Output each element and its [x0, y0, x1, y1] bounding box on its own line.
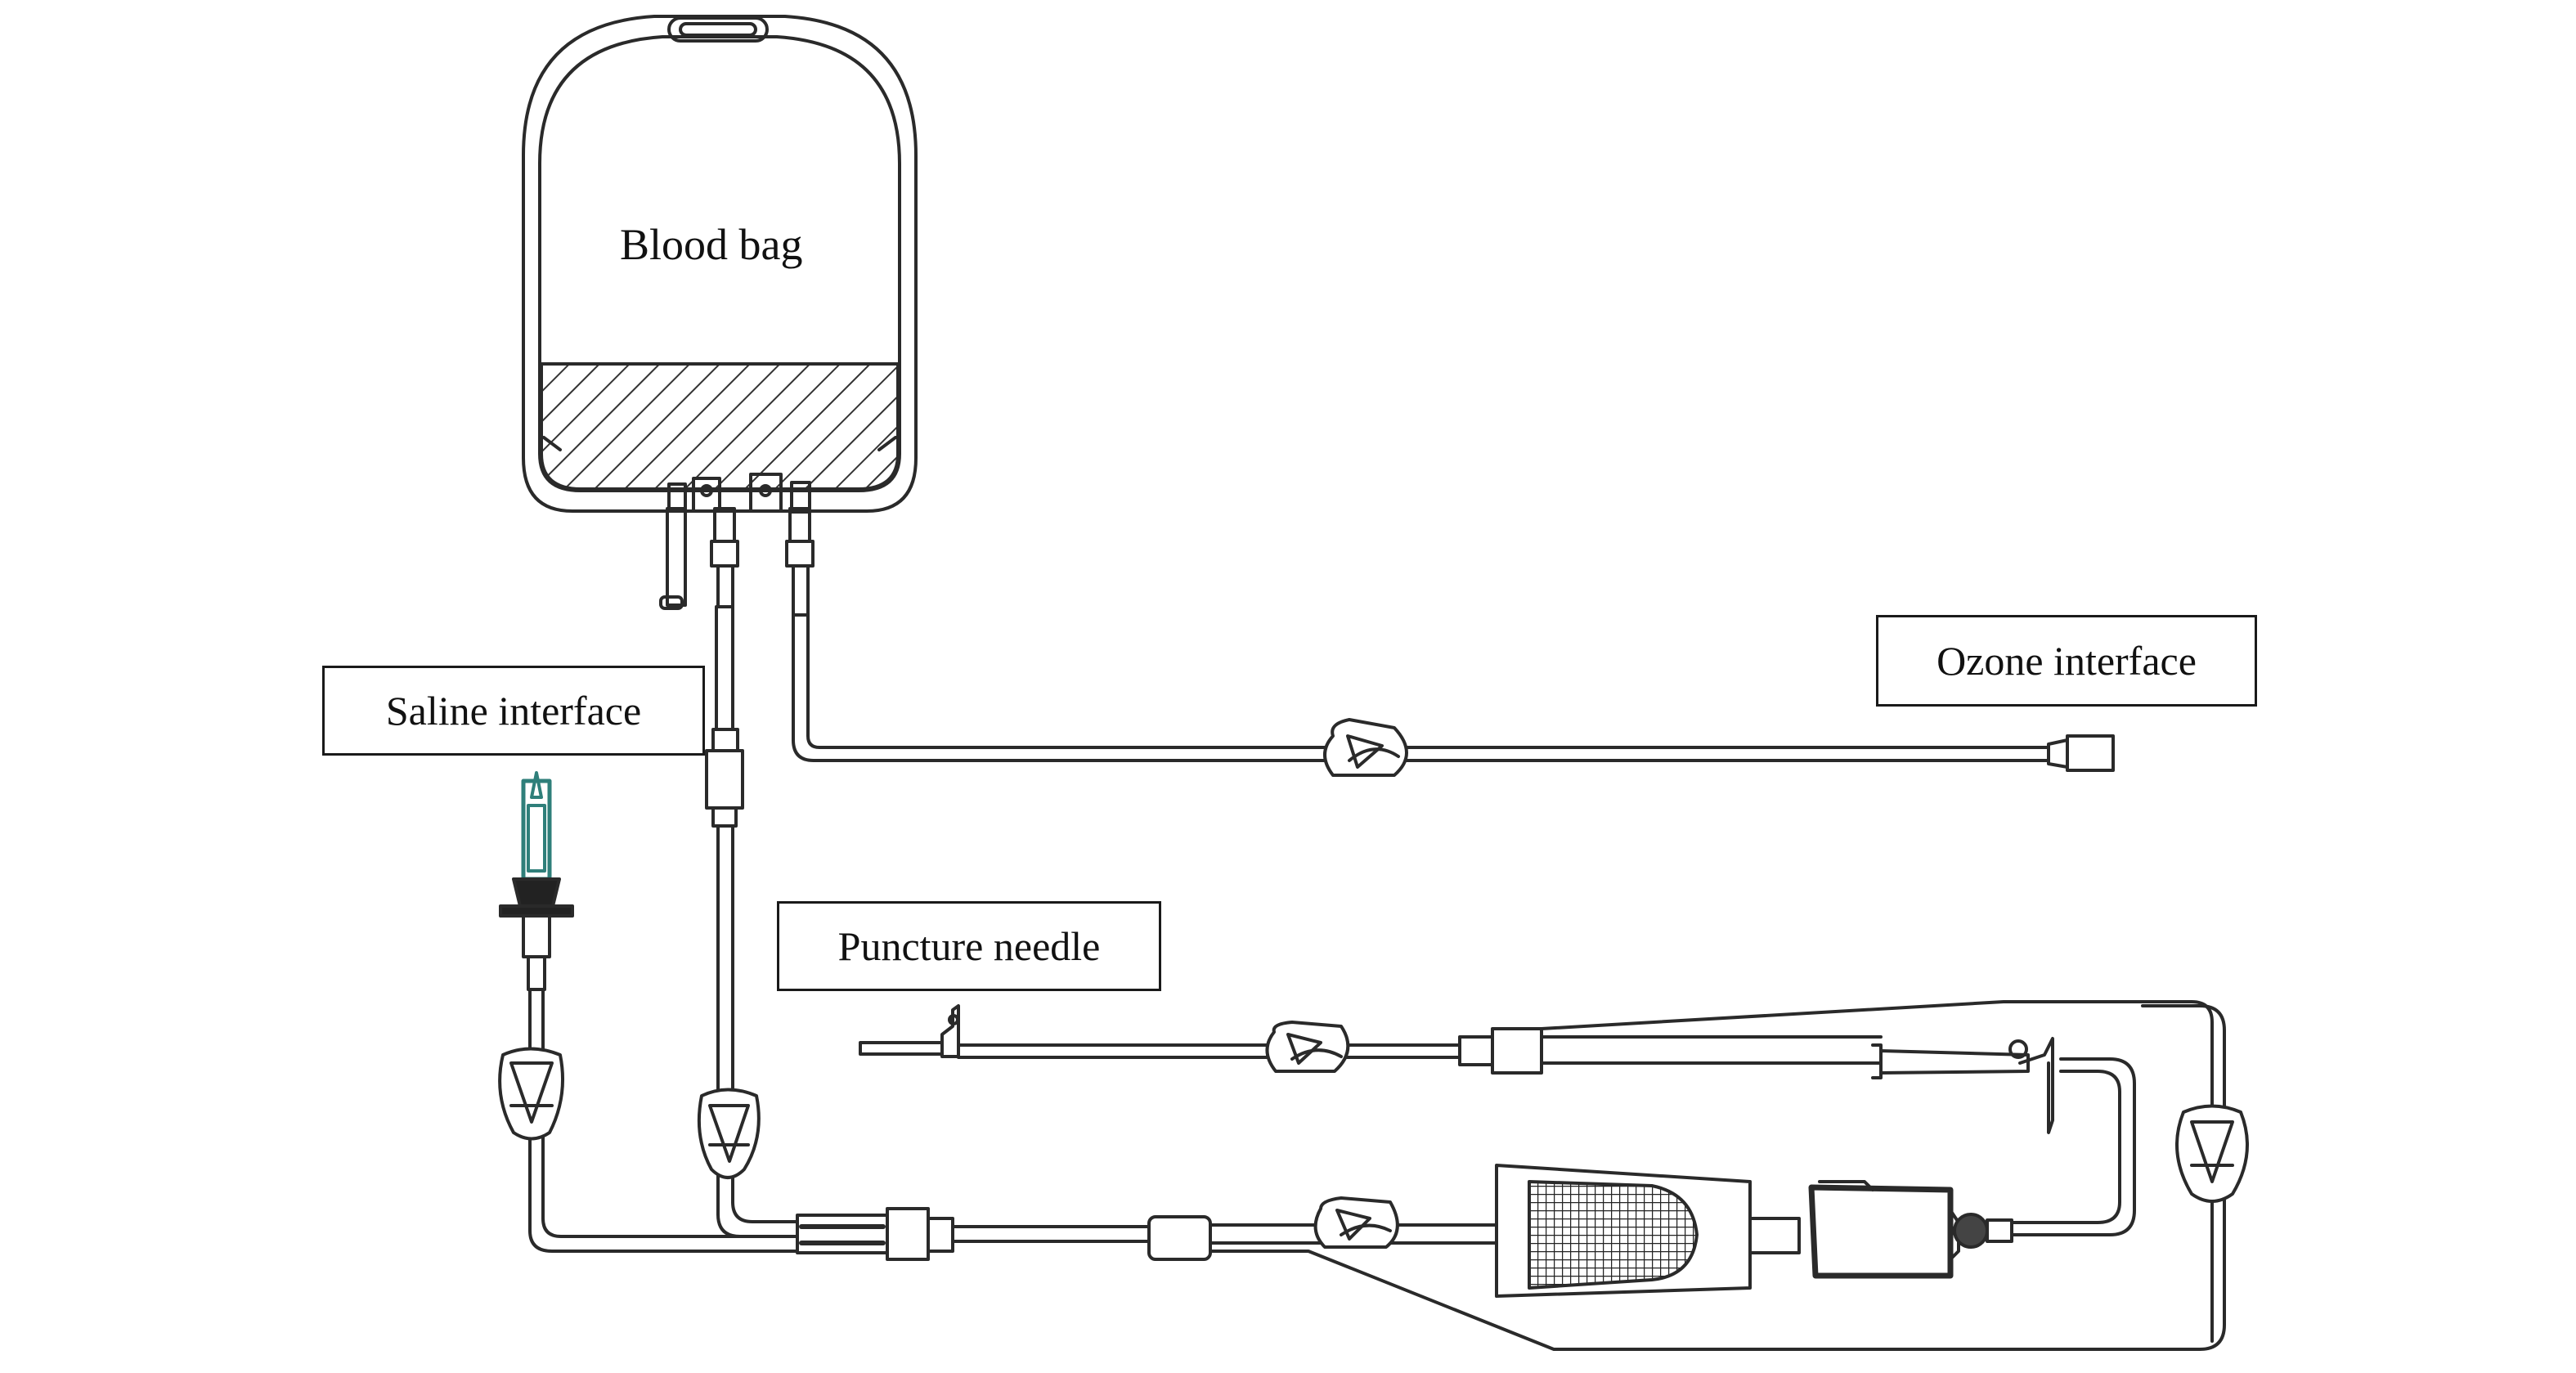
filter-mesh: [1528, 1180, 1699, 1290]
roller-clamp-ozone: [1323, 718, 1408, 777]
blood-bag-outline: [522, 15, 918, 513]
ozone-connector: [2066, 734, 2115, 772]
roller-clamp-needle: [1265, 1021, 1350, 1073]
roller-clamp-saline: [498, 1047, 565, 1141]
blood-bag-hanger-slot: [667, 16, 769, 43]
roller-clamp-center: [697, 1088, 761, 1179]
roller-clamp-filter: [1313, 1196, 1399, 1249]
saline-spike: [499, 771, 574, 991]
roller-clamp-right: [2175, 1104, 2249, 1203]
bag-ports: [659, 473, 815, 617]
needle-junction: [1458, 1000, 2214, 1343]
saline-interface-label: Saline interface: [322, 666, 705, 756]
return-loop: [2010, 1057, 2136, 1236]
blood-filter: [1495, 1164, 2013, 1298]
ozone-line: [792, 612, 2115, 772]
puncture-needle-label: Puncture needle: [777, 901, 1161, 991]
saline-line: [528, 988, 803, 1253]
y-connector: [796, 1207, 1151, 1261]
blood-bag: [522, 15, 918, 513]
blood-bag-label: Blood bag: [620, 220, 803, 269]
ozone-interface-label: Ozone interface: [1876, 615, 2257, 707]
blood-bag-fill-level: [540, 362, 900, 491]
puncture-needle: [859, 1004, 1461, 1059]
